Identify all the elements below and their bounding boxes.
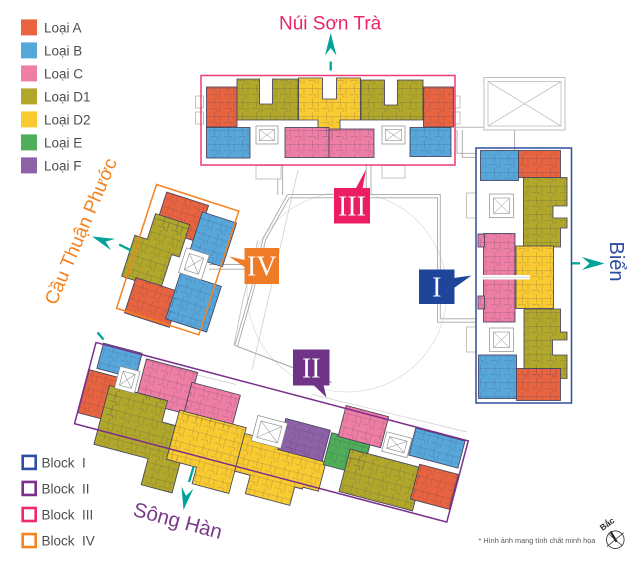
svg-text:Núi Sơn Trà: Núi Sơn Trà bbox=[279, 14, 382, 35]
svg-text:Loại E: Loại E bbox=[44, 135, 82, 150]
svg-text:Cầu Thuận Phước: Cầu Thuận Phước bbox=[41, 155, 122, 308]
svg-text:Loại D1: Loại D1 bbox=[44, 89, 91, 104]
svg-text:Loại F: Loại F bbox=[44, 158, 82, 173]
svg-text:III: III bbox=[338, 192, 366, 223]
svg-text:Block II: Block II bbox=[42, 481, 90, 496]
svg-text:I: I bbox=[432, 273, 441, 304]
svg-text:IV: IV bbox=[247, 252, 277, 283]
svg-text:Bắc: Bắc bbox=[597, 514, 616, 532]
svg-text:Block I: Block I bbox=[42, 455, 86, 470]
svg-text:II: II bbox=[302, 354, 321, 385]
svg-text:Biển: Biển bbox=[605, 242, 627, 282]
svg-text:Sông Hàn: Sông Hàn bbox=[131, 498, 225, 544]
svg-text:Loại D2: Loại D2 bbox=[44, 112, 91, 127]
svg-text:Block IV: Block IV bbox=[42, 534, 95, 549]
svg-text:Loại B: Loại B bbox=[44, 43, 82, 58]
svg-text:Loại C: Loại C bbox=[44, 66, 83, 81]
svg-text:Block III: Block III bbox=[42, 508, 94, 523]
svg-text:Loại A: Loại A bbox=[44, 20, 82, 35]
svg-text:* Hình ảnh mang tính chất minh: * Hình ảnh mang tính chất minh họa bbox=[479, 536, 597, 545]
